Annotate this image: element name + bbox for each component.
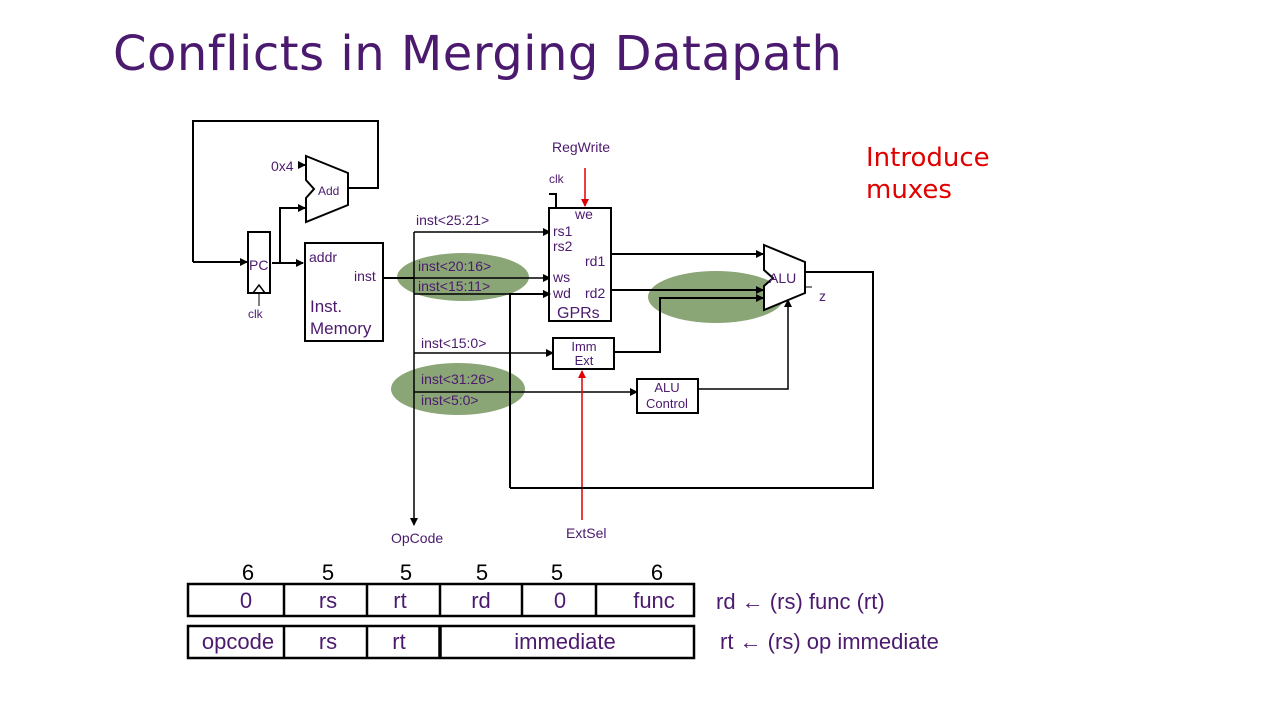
imm-ext-label-line1: Imm [571,339,596,354]
field-15-0-label: inst<15:0> [421,335,486,351]
regwrite-label: RegWrite [552,139,610,155]
format-field: rt [393,588,406,613]
imem-inst-port: inst [354,268,376,284]
format-field: rs [319,588,337,613]
pc-clk-label: clk [248,307,264,321]
alu-zero-flag: z [819,288,826,304]
r-type-description: rd ← (rs) func (rt) [716,589,885,614]
field-width: 5 [476,560,488,585]
format-field: rt [392,629,405,654]
register-file [548,207,612,322]
gpr-ws-port: ws [552,269,570,285]
field-31-26-label: inst<31:26> [421,371,494,387]
i-type-description: rt ← (rs) op immediate [720,629,939,654]
introduce-muxes-note: Introduce muxes [866,142,990,206]
r-type-format [186,582,696,618]
imm-ext-label-line2: Ext [575,353,594,368]
field-5-0-label: inst<5:0> [421,392,479,408]
format-field: immediate [514,629,615,654]
pc-label: PC [249,257,268,273]
field-width: 5 [400,560,412,585]
format-field: func [633,588,675,613]
pc-loop-wires [192,120,379,267]
format-field: rd [471,588,491,613]
format-field: rs [319,629,337,654]
field-width: 5 [551,560,563,585]
gpr-rd2-port: rd2 [585,285,605,301]
gpr-clk-label: clk [549,172,565,186]
extsel-label: ExtSel [566,525,606,541]
gpr-wd-port: wd [552,285,571,301]
alu-control-label-line2: Control [646,396,688,411]
field-20-16-label: inst<20:16> [418,258,491,274]
imem-name-line2: Memory [310,319,372,338]
highlight-opcode-func-fields [391,363,525,415]
imem-name-line1: Inst. [310,297,342,316]
format-field: 0 [240,588,252,613]
gpr-rs1-port: rs1 [553,223,573,239]
alu-control-label-line1: ALU [654,380,679,395]
add-unit [305,154,349,224]
opcode-label: OpCode [391,530,443,546]
gpr-name: GPRs [557,305,600,322]
instruction-memory [304,242,384,342]
field-15-11-label: inst<15:11> [418,278,490,294]
highlight-rt-rd-fields [397,253,529,301]
pc-clock-edge [252,283,266,294]
gpr-rs2-port: rs2 [553,238,573,254]
format-field: 0 [554,588,566,613]
field-width: 6 [651,560,663,585]
instruction-bus [383,228,638,526]
alu-label: ALU [769,270,796,286]
i-type-format [186,624,696,660]
alu-unit [763,243,806,312]
field-width: 6 [242,560,254,585]
format-field: opcode [202,629,274,654]
note-line: muxes [866,175,952,205]
imm-ext-unit [552,337,615,370]
note-line: Introduce [866,143,990,173]
gpr-we-port: we [574,206,593,222]
alu-control-unit [636,378,699,414]
field-width: 5 [322,560,334,585]
imem-addr-port: addr [309,249,337,265]
add-label: Add [318,184,339,198]
page-title: Conflicts in Merging Datapath [113,26,843,82]
field-25-21-label: inst<25:21> [416,212,489,228]
gpr-rd1-port: rd1 [585,253,605,269]
add-const-label: 0x4 [271,158,294,174]
alu-input-wires [509,250,874,489]
